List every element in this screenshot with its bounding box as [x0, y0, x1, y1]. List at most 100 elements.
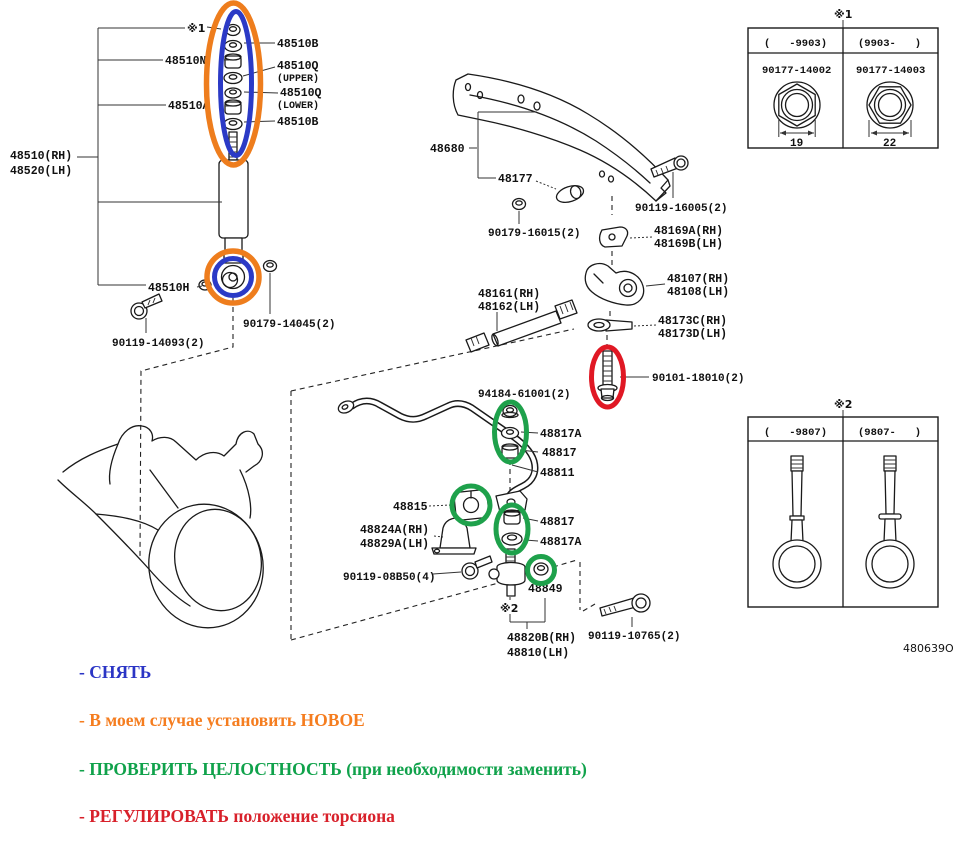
- eyebolt-late-drawing: [865, 455, 915, 589]
- label-48177: 48177: [498, 173, 533, 186]
- legend-adjust-torsion: - РЕГУЛИРОВАТЬ положение торсиона: [79, 806, 395, 826]
- bolt-90119-14093: [130, 293, 163, 320]
- nut-22-size: 22: [883, 138, 896, 150]
- label-48169a: 48169A(RH): [654, 225, 723, 238]
- nut-94184-61001: [501, 404, 519, 419]
- annotation-check-lower-stack: [493, 502, 531, 556]
- label-48173d: 48173D(LH): [658, 328, 727, 341]
- label-upper-sub: (UPPER): [277, 73, 319, 85]
- note1-col1-part: 90177-14002: [762, 65, 831, 77]
- label-90119-08b50: 90119-08B50(4): [343, 572, 435, 584]
- label-48510h: 48510H: [148, 282, 190, 295]
- label-shock-lh: 48520(LH): [10, 165, 72, 178]
- color-annotations: [203, 0, 626, 586]
- annotation-check-link-nut: [525, 554, 557, 586]
- label-48811: 48811: [540, 467, 575, 480]
- label-48815: 48815: [393, 501, 428, 514]
- lower-retainer-cup: [224, 99, 242, 115]
- label-48108: 48108(LH): [667, 286, 729, 299]
- nut-90179-16015: [511, 197, 527, 211]
- cushion-48177-drawing: [555, 185, 585, 203]
- nut-90179-14045: [262, 259, 278, 273]
- note1-col2-part: 90177-14003: [856, 65, 925, 77]
- note2-table: ※2 ( -9807) (9807- ): [747, 398, 939, 608]
- bolt-90119-10765: [599, 593, 651, 617]
- note2-col2-period: (9807- ): [858, 427, 921, 439]
- shock-absorber-drawing: [130, 23, 278, 320]
- note1-col2-period: (9903- ): [858, 38, 921, 50]
- eyebolt-early-drawing: [772, 455, 822, 589]
- steering-knuckle-drawing: [57, 425, 264, 629]
- mid-washer: [224, 87, 242, 99]
- label-retainer-lower: 48510A: [168, 100, 210, 113]
- legend-install-new: - В моем случае установить НОВОЕ: [79, 710, 365, 730]
- label-48817a-2: 48817A: [540, 536, 582, 549]
- label-48820b: 48820B(RH): [507, 632, 576, 645]
- label-48107: 48107(RH): [667, 273, 729, 286]
- crossmember-drawing: [452, 73, 671, 202]
- nut-22-drawing: [866, 81, 914, 137]
- nut-48849: [533, 562, 549, 576]
- annotation-remove-lower-eye: [212, 256, 254, 298]
- nut-19-size: 19: [790, 138, 803, 150]
- note1-ref-label: ※1: [187, 22, 205, 35]
- note2-ref-label: ※2: [500, 602, 518, 615]
- retainer-48817a-upper: [500, 426, 520, 440]
- label-48849: 48849: [528, 583, 563, 596]
- label-48817-1: 48817: [542, 447, 577, 460]
- note1-table: ※1 ( -9903) (9903- ) 90177-14002 90177-1…: [747, 8, 939, 150]
- retainer-48817a-lower: [501, 532, 523, 546]
- part-labels: ※1 48510B 48510Q (UPPER) 48510Q (LOWER) …: [10, 22, 954, 660]
- annotation-new-upper-stack: [203, 0, 264, 168]
- label-shock-rh: 48510(RH): [10, 150, 72, 163]
- annotation-adjust-bolt: [589, 344, 626, 410]
- spacer-48173-drawing: [587, 318, 633, 332]
- legend-remove: - СНЯТЬ: [79, 662, 152, 682]
- stab-upper-stack: [500, 404, 520, 459]
- note1-col1-period: ( -9903): [764, 38, 827, 50]
- label-48680: 48680: [430, 143, 465, 156]
- label-90119-10765: 90119-10765(2): [588, 631, 680, 643]
- bracket-48169-drawing: [598, 226, 629, 248]
- bushing-48815-drawing: [453, 489, 490, 521]
- exploded-parts-diagram: ※1 ( -9903) (9903- ) 90177-14002 90177-1…: [10, 0, 954, 660]
- bracket-48824-drawing: [431, 517, 477, 555]
- link-48820-drawing: [488, 548, 526, 597]
- label-48829a: 48829A(LH): [360, 538, 429, 551]
- label-90119-14093: 90119-14093(2): [112, 338, 204, 350]
- upper-cushion: [223, 71, 243, 85]
- bolt-90101-18010-drawing: [597, 350, 618, 402]
- cushion-48817-lower: [503, 509, 521, 525]
- annotation-check-upper-stack: [492, 399, 529, 465]
- label-48510q-lower: 48510Q: [280, 87, 322, 100]
- label-90179-16015: 90179-16015(2): [488, 228, 580, 240]
- upper-retainer-cup: [224, 53, 242, 69]
- annotation-check-bushing: [449, 483, 493, 527]
- label-90101-18010: 90101-18010(2): [652, 373, 744, 385]
- label-retainer-upper: 48510N: [165, 55, 207, 68]
- label-48817-2: 48817: [540, 516, 575, 529]
- bolt-90119-08b50: [461, 555, 493, 580]
- label-48810: 48810(LH): [507, 647, 569, 659]
- label-48161: 48161(RH): [478, 288, 540, 301]
- torsion-bar-drawing: [465, 299, 578, 353]
- legend-check-integrity: - ПРОВЕРИТЬ ЦЕЛОСТНОСТЬ (при необходимос…: [79, 759, 587, 779]
- annotation-remove-upper-stack: [218, 9, 254, 158]
- label-lower-sub: (LOWER): [277, 100, 319, 112]
- label-48510q-upper: 48510Q: [277, 60, 319, 73]
- label-48169b: 48169B(LH): [654, 238, 723, 251]
- nut-19-drawing: [773, 81, 821, 137]
- cushion-48817-upper: [501, 443, 519, 459]
- bolt-90119-16005: [650, 155, 689, 178]
- annotation-new-lower-eye: [204, 248, 262, 306]
- note1-table-marker: ※1: [834, 8, 852, 21]
- note2-table-marker: ※2: [834, 398, 852, 411]
- label-48817a-1: 48817A: [540, 428, 582, 441]
- figure-code: 480639O: [903, 642, 954, 655]
- label-48162: 48162(LH): [478, 301, 540, 314]
- label-48824a: 48824A(RH): [360, 524, 429, 537]
- dashed-centerlines: [139, 196, 613, 641]
- label-48510b-bottom: 48510B: [277, 116, 319, 129]
- label-94184-61001: 94184-61001(2): [478, 389, 570, 401]
